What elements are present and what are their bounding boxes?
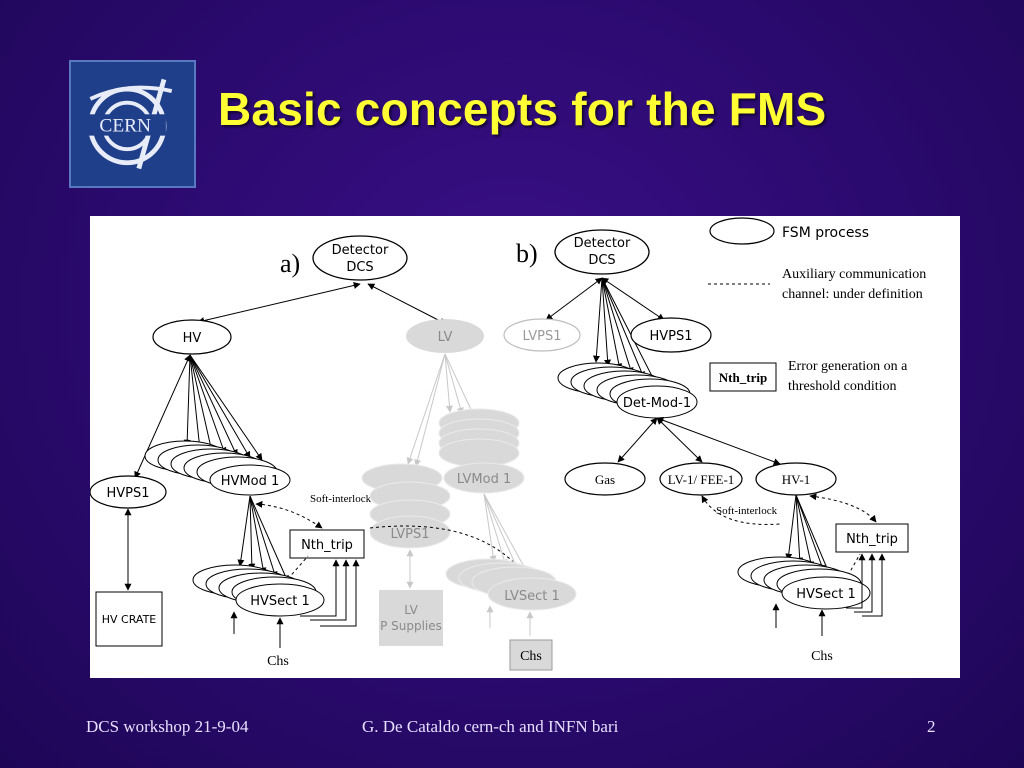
b-soft-interlock-edge: [701, 495, 781, 525]
b-detmod-edges: [617, 416, 781, 466]
b-lvps1-node: [503, 318, 581, 352]
a-hvps1-label: HVPS1: [106, 486, 149, 501]
diagram-canvas: a) Detector DCS HV LV: [90, 217, 926, 671]
b-detector-node: [554, 229, 650, 275]
legend-nth-trip-box: [709, 362, 777, 392]
part-a: a) Detector DCS HV LV: [90, 235, 577, 671]
b-hv-trip-dash: [809, 493, 877, 523]
legend-aux-line1: Auxiliary communication: [782, 267, 926, 282]
a-detector-line2: DCS: [346, 260, 373, 275]
a-lvsect-label: LVSect 1: [504, 589, 560, 604]
a-hv-crate-label: HV CRATE: [102, 613, 157, 626]
a-detector-line1: Detector: [332, 243, 389, 258]
a-lv-fan: [406, 353, 475, 467]
b-lvps1-label: LVPS1: [522, 329, 561, 344]
b-hvps1-node: [630, 317, 712, 353]
a-soft-interlock-edge: [255, 500, 323, 529]
legend-err-line1: Error generation on a: [788, 359, 908, 374]
a-trip-feedback: [300, 559, 360, 627]
part-b: b) Detector DCS LVPS1 HVPS1 Det-Mod-1: [503, 229, 909, 664]
a-hvmod-stack: [144, 440, 291, 496]
a-lv-node: [406, 319, 484, 353]
a-lvsect-stack: [445, 558, 577, 611]
a-soft-interlock-label: Soft-interlock: [310, 493, 372, 505]
cern-logo-icon: CERN: [71, 62, 194, 186]
a-hv-label: HV: [183, 331, 202, 346]
a-hvmod-fan: [237, 495, 289, 583]
label-a: a): [280, 249, 300, 278]
footer-page-number: 2: [927, 717, 936, 736]
a-hvsect-stack: [192, 564, 325, 617]
a-hvps1-node: [90, 475, 167, 509]
b-nth-trip-box: [835, 523, 909, 553]
a-lvps1-label: LVPS1: [390, 527, 429, 542]
a-chs-gray-label: Chs: [520, 649, 542, 664]
b-hvps1-label: HVPS1: [649, 329, 692, 344]
b-lvfee-label: LV-1/ FEE-1: [668, 472, 735, 487]
b-gas-node: [564, 462, 646, 496]
fms-diagram: a) Detector DCS HV LV: [90, 216, 960, 678]
b-chs-label: Chs: [811, 649, 833, 664]
a-chs-gray-box: [509, 639, 553, 671]
a-chs-label: Chs: [267, 654, 289, 669]
a-lv-supplies-line2: P Supplies: [380, 619, 442, 633]
a-hv-node: [152, 319, 232, 355]
b-soft-interlock-label: Soft-interlock: [716, 505, 778, 517]
legend-fsm-label: FSM process: [782, 225, 869, 241]
a-hv-fan: [134, 354, 263, 479]
b-nth-trip-label: Nth_trip: [846, 532, 898, 547]
b-detector-line2: DCS: [588, 253, 615, 268]
b-det-edges: [545, 277, 665, 385]
a-nth-trip-label: Nth_trip: [301, 538, 353, 553]
legend-aux-line2: channel: under definition: [782, 287, 923, 302]
b-detector-line1: Detector: [574, 236, 631, 251]
a-edge-det-hv: [197, 282, 361, 324]
b-lvfee-node: [659, 462, 743, 496]
a-nth-trip-box: [289, 529, 365, 559]
cern-logo: CERN: [69, 60, 196, 188]
b-detmod-label: Det-Mod-1: [623, 396, 691, 411]
a-edge-det-lv: [367, 283, 447, 325]
b-gas-label: Gas: [595, 472, 615, 487]
slide-title: Basic concepts for the FMS: [218, 83, 827, 135]
b-hv1-fan: [785, 494, 833, 581]
legend-nth-trip-label: Nth_trip: [719, 370, 767, 385]
legend-fsm-symbol: [709, 217, 775, 245]
footer-event: DCS workshop 21-9-04: [86, 717, 249, 736]
a-lvmod-fan: [483, 493, 529, 575]
a-lv-supplies-box: [379, 590, 443, 646]
a-lv-soft-interlock-edge: [369, 525, 527, 577]
a-lvps-stack: [361, 463, 451, 549]
a-hv-crate-box: [95, 591, 163, 647]
legend-err-line2: threshold condition: [788, 379, 897, 394]
b-hvsect-label: HVSect 1: [796, 587, 856, 602]
label-b: b): [516, 239, 538, 268]
b-trip-feedback: [846, 553, 886, 617]
b-hv1-label: HV-1: [782, 472, 810, 487]
a-lvmod-label: LVMod 1: [457, 472, 512, 487]
a-lvmod-stack: [438, 408, 525, 494]
b-hvsect-stack: [737, 556, 871, 610]
a-hvsect-label: HVSect 1: [250, 594, 310, 609]
a-lv-supplies-line1: LV: [404, 603, 418, 617]
footer-author: G. De Cataldo cern-ch and INFN bari: [362, 717, 619, 736]
a-detector-node: [312, 235, 408, 281]
a-lv-label: LV: [438, 330, 453, 345]
logo-text: CERN: [99, 116, 151, 137]
legend: FSM process Auxiliary communication chan…: [708, 217, 926, 394]
a-hvmod-label: HVMod 1: [221, 474, 280, 489]
